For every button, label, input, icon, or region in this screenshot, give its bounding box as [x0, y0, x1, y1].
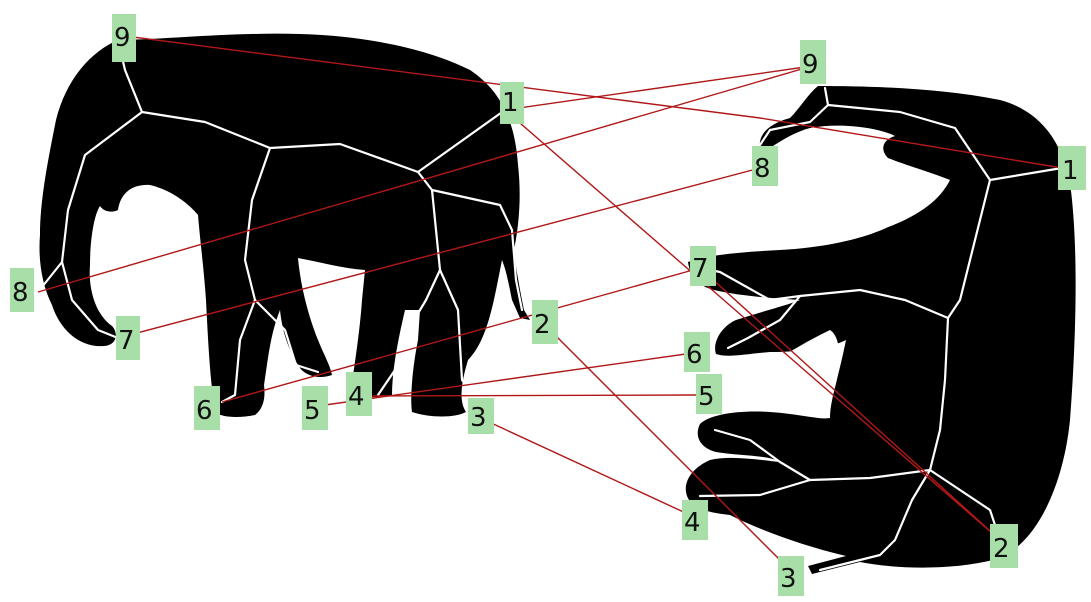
right-label-9-text: 9 [802, 50, 819, 80]
right-label-8-text: 8 [754, 154, 771, 184]
left-label-7: 7 [116, 316, 140, 360]
left-label-4-text: 4 [348, 382, 365, 412]
match-line-1 [505, 66, 812, 110]
left-label-2: 2 [532, 300, 558, 344]
right-label-7: 7 [690, 246, 716, 286]
left-label-7-text: 7 [118, 326, 135, 356]
right-label-2-text: 2 [993, 534, 1010, 564]
left-label-5: 5 [302, 386, 328, 430]
left-label-3-text: 3 [470, 403, 487, 433]
right-label-1: 1 [1058, 146, 1086, 190]
right-elephant-silhouette [686, 86, 1076, 574]
left-elephant-silhouette [40, 34, 531, 417]
left-label-8-text: 8 [12, 278, 29, 308]
right-label-6: 6 [684, 332, 710, 372]
left-label-5-text: 5 [304, 396, 321, 426]
left-label-1-text: 1 [502, 88, 519, 118]
right-label-5: 5 [696, 374, 722, 414]
match-line-4 [362, 395, 700, 396]
left-label-1: 1 [500, 82, 524, 124]
right-label-3-text: 3 [780, 564, 797, 594]
left-label-9-text: 9 [114, 23, 131, 53]
right-label-3: 3 [778, 556, 804, 596]
left-label-2-text: 2 [534, 310, 551, 340]
right-label-7-text: 7 [692, 254, 709, 284]
right-label-6-text: 6 [686, 340, 703, 370]
right-label-1-text: 1 [1062, 156, 1079, 186]
right-label-4: 4 [682, 500, 708, 540]
right-label-5-text: 5 [698, 382, 715, 412]
left-label-6: 6 [194, 386, 220, 430]
right-label-4-text: 4 [684, 508, 701, 538]
left-label-8: 8 [10, 268, 34, 312]
left-label-9: 9 [112, 14, 136, 62]
right-label-2: 2 [990, 524, 1018, 568]
left-label-6-text: 6 [196, 396, 213, 426]
match-line-3 [476, 416, 690, 515]
left-label-4: 4 [346, 372, 372, 416]
right-label-8: 8 [752, 146, 778, 186]
right-label-9: 9 [800, 40, 826, 84]
left-label-3: 3 [468, 398, 494, 434]
